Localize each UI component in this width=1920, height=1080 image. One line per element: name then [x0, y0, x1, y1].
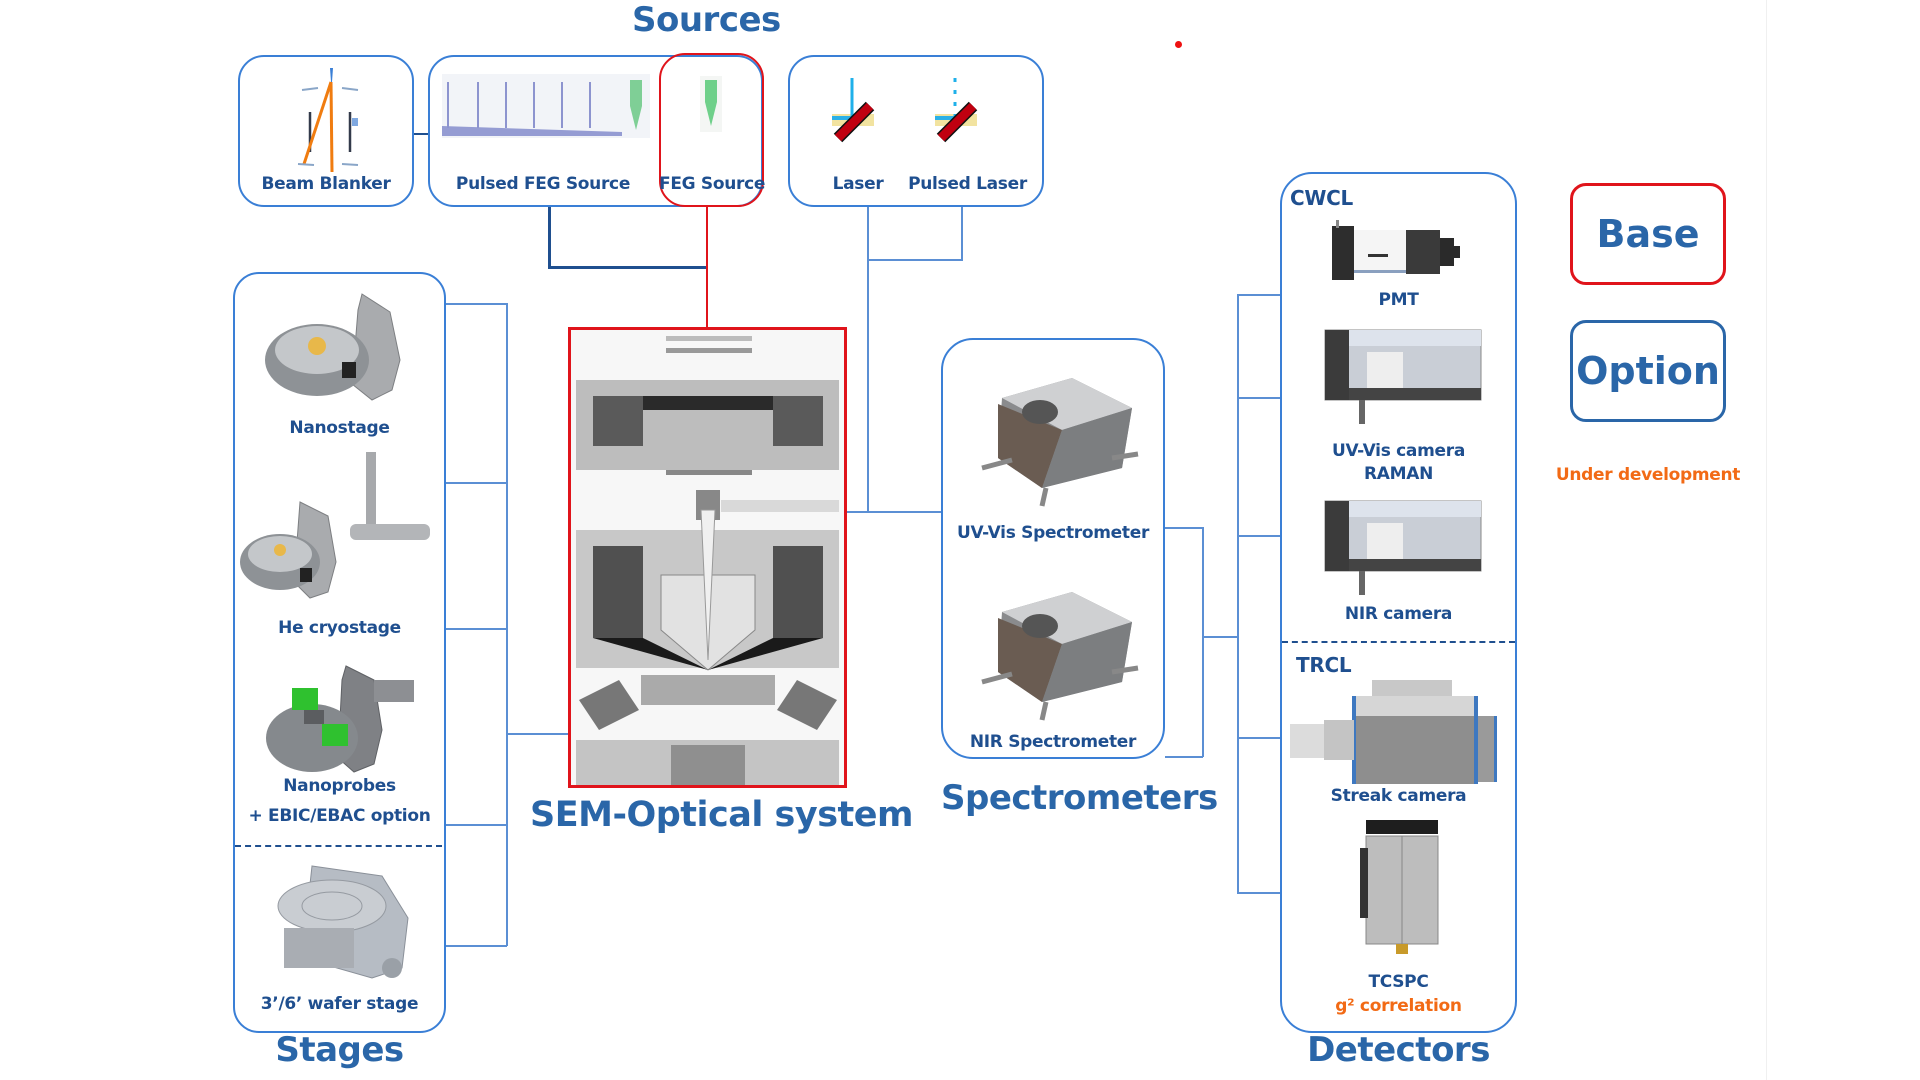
- sem-optical-title: SEM-Optical system: [530, 795, 913, 835]
- stage-label-wafer-stage: 3’/6’ wafer stage: [260, 994, 419, 1014]
- stage-sublabel-ebic-ebac: + EBIC/EBAC option: [248, 806, 431, 826]
- he-cryostage-image[interactable]: [240, 452, 440, 602]
- feg-source-label: FEG Source: [659, 174, 766, 194]
- detector-sublabel-g2-correlation: g² correlation: [1335, 996, 1462, 1016]
- trcl-heading: TRCL: [1296, 653, 1352, 677]
- streak-camera-image[interactable]: [1290, 680, 1500, 790]
- spectrometer-label-uv-vis: UV-Vis Spectrometer: [956, 523, 1150, 543]
- stage-label-nanostage: Nanostage: [289, 418, 390, 438]
- legend-base: Base: [1570, 183, 1726, 285]
- detectors-tick-tcspc: [1237, 892, 1280, 894]
- detector-label-tcspc: TCSPC: [1368, 972, 1429, 992]
- laser-label: Laser: [832, 174, 884, 194]
- stages-tick-wafer: [446, 824, 507, 826]
- spectrometers-bracket: [1202, 527, 1204, 757]
- detectors-tick-nir-camera: [1237, 535, 1280, 537]
- laser-icon: [832, 78, 875, 143]
- connector-sem-to-spectrometer: [847, 511, 941, 513]
- legend-option: Option: [1570, 320, 1726, 422]
- stages-to-sem: [506, 733, 568, 735]
- pulsed-laser-icon: [935, 78, 978, 143]
- spectrometers-card: [941, 338, 1165, 759]
- beam-blanker-label: Beam Blanker: [261, 174, 391, 194]
- wafer-stage-image[interactable]: [262, 858, 422, 988]
- stages-tick-nanostage: [446, 303, 507, 305]
- stage-label-nanoprobes: Nanoprobes: [283, 776, 396, 796]
- sem-cross-section-image: [576, 336, 839, 785]
- connector-feg-to-sem: [706, 207, 708, 327]
- stage-label-he-cryostage: He cryostage: [278, 618, 401, 638]
- stages-card: [233, 272, 446, 1033]
- detectors-tick-uv-vis-camera: [1237, 397, 1280, 399]
- detectors-divider: [1282, 641, 1515, 643]
- pulsed-laser-label: Pulsed Laser: [908, 174, 1027, 194]
- uv-vis-camera-image[interactable]: [1324, 329, 1485, 430]
- nir-camera-image[interactable]: [1324, 500, 1485, 601]
- spectrometer-label-nir: NIR Spectrometer: [969, 732, 1137, 752]
- pulsed-feg-label: Pulsed FEG Source: [455, 174, 631, 194]
- spectrometers-title: Spectrometers: [941, 778, 1218, 818]
- detectors-tick-streak: [1237, 737, 1280, 739]
- detectors-tick-pmt: [1237, 294, 1280, 296]
- feg-source-card[interactable]: [659, 53, 764, 207]
- detectors-bracket: [1237, 294, 1239, 894]
- nanostage-image[interactable]: [262, 290, 412, 412]
- stages-tick-cryostage: [446, 482, 507, 484]
- detector-label-pmt: PMT: [1378, 290, 1419, 310]
- pulsed-feg-icon: [442, 74, 650, 138]
- detector-label-nir-camera: NIR camera: [1344, 604, 1453, 624]
- pmt-image[interactable]: [1330, 220, 1470, 286]
- right-edge-divider: [1766, 0, 1767, 1080]
- stages-tick-bottom: [446, 945, 507, 947]
- cwcl-heading: CWCL: [1290, 186, 1353, 210]
- nanoprobes-image[interactable]: [262, 660, 422, 780]
- beam-blanker-card[interactable]: [238, 55, 414, 207]
- tcspc-image[interactable]: [1360, 820, 1440, 960]
- detector-label-streak-camera: Streak camera: [1330, 786, 1467, 806]
- stages-divider: [235, 845, 442, 847]
- detector-label-uv-vis-camera: UV-Vis camera: [1331, 441, 1465, 461]
- red-dot: [1175, 41, 1182, 48]
- legend-under-development: Under development: [1555, 465, 1741, 485]
- connector-blanker-feg: [414, 133, 428, 135]
- connector-laser-down: [867, 207, 869, 513]
- detectors-title: Detectors: [1307, 1030, 1490, 1070]
- connector-pulsed-feg-down: [548, 207, 551, 269]
- stages-bracket: [506, 303, 508, 946]
- detector-sublabel-raman: RAMAN: [1363, 464, 1434, 484]
- uv-vis-spectrometer-image[interactable]: [962, 358, 1142, 518]
- nir-spectrometer-image[interactable]: [962, 572, 1142, 732]
- stages-title: Stages: [275, 1030, 404, 1070]
- connector-pulsed-laser-down: [961, 207, 963, 261]
- feg-tip-icon: [700, 76, 722, 132]
- spectrometers-tick-nir: [1165, 756, 1203, 758]
- stages-tick-nanoprobes: [446, 628, 507, 630]
- laser-card[interactable]: [788, 55, 1044, 207]
- beam-blanker-icon: [297, 68, 359, 173]
- sources-title: Sources: [632, 0, 781, 40]
- detectors-card: [1280, 172, 1517, 1033]
- spectrometers-to-detectors: [1202, 636, 1239, 638]
- connector-pulsed-feg-across: [548, 266, 708, 269]
- spectrometers-tick-uv-vis: [1165, 527, 1203, 529]
- connector-laser-join: [867, 259, 963, 261]
